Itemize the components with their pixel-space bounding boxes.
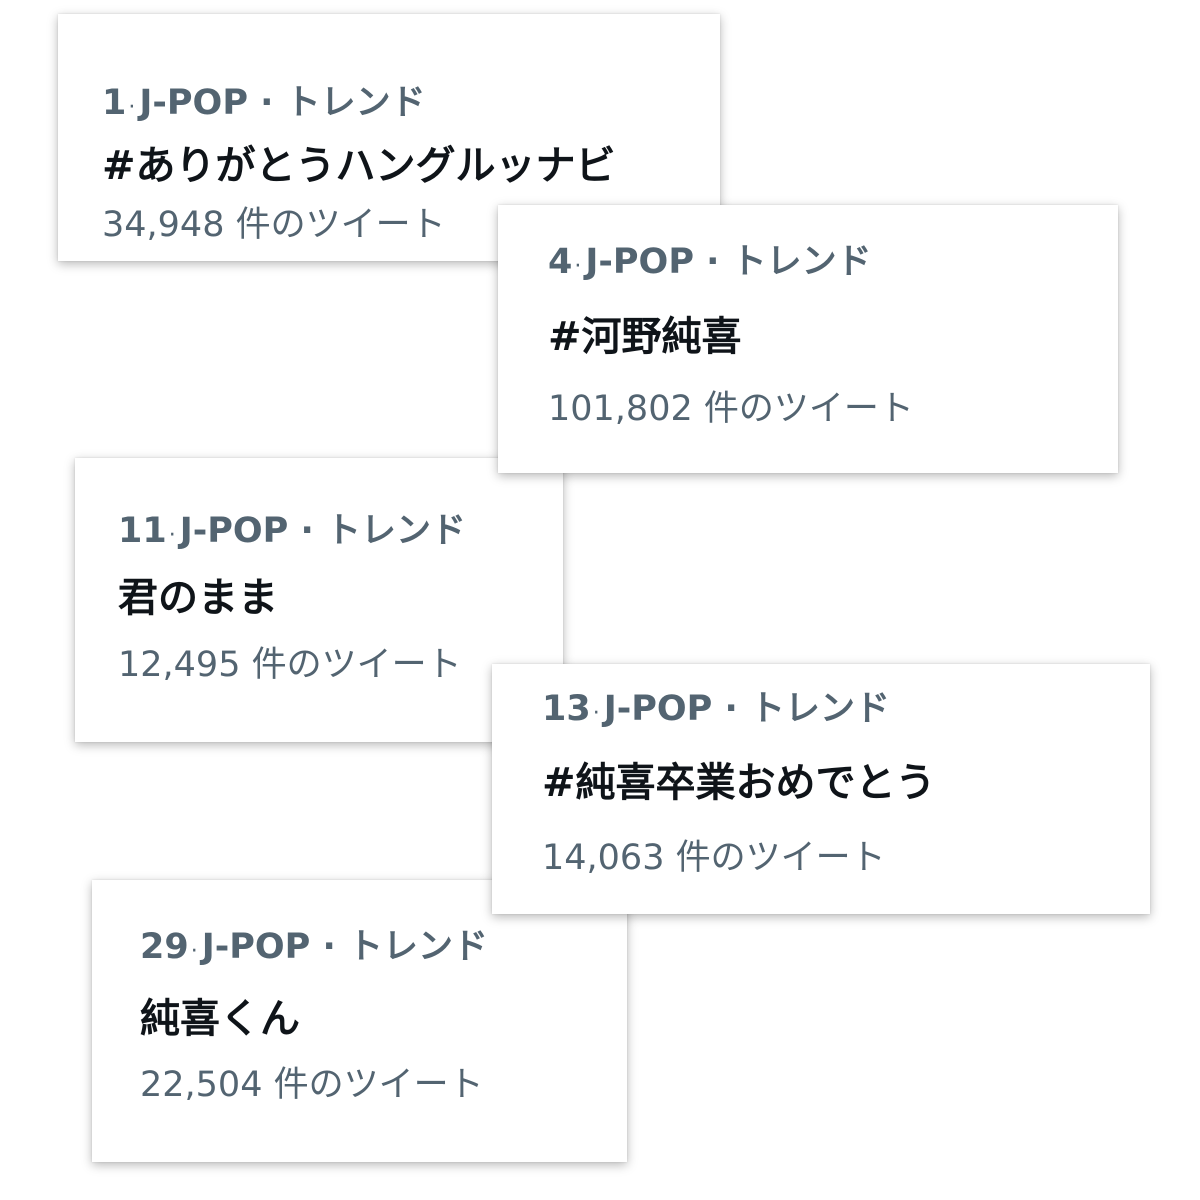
trend-rank: 1 (102, 83, 127, 123)
tweet-count: 34,948 件のツイート (102, 205, 446, 245)
trend-rank: 4 (548, 242, 573, 282)
trend-meta: 4·J-POP · トレンド (548, 241, 872, 288)
separator-dot: · (128, 95, 136, 120)
trend-category: J-POP · トレンド (179, 511, 466, 551)
separator-dot: · (190, 939, 198, 964)
trend-meta: 13·J-POP · トレンド (542, 688, 890, 735)
separator-dot: · (168, 523, 176, 548)
trend-meta: 11·J-POP · トレンド (118, 510, 466, 557)
trend-category: J-POP · トレンド (585, 242, 872, 282)
trend-card[interactable]: 1·J-POP · トレンド #ありがとうハングルッナビ 34,948 件のツイ… (58, 14, 720, 261)
trend-card[interactable]: 4·J-POP · トレンド #河野純喜 101,802 件のツイート (498, 205, 1118, 473)
trend-card[interactable]: 11·J-POP · トレンド 君のまま 12,495 件のツイート (75, 458, 563, 742)
trend-rank: 29 (140, 927, 189, 967)
trend-topic[interactable]: 君のまま (118, 575, 278, 621)
trend-meta: 1·J-POP · トレンド (102, 82, 426, 129)
trend-rank: 13 (542, 689, 591, 729)
tweet-count: 14,063 件のツイート (542, 838, 886, 878)
separator-dot: · (574, 254, 582, 279)
trend-topic[interactable]: #純喜卒業おめでとう (542, 760, 936, 806)
tweet-count: 101,802 件のツイート (548, 389, 914, 429)
separator-dot: · (592, 701, 600, 726)
tweet-count: 22,504 件のツイート (140, 1065, 484, 1105)
trend-card[interactable]: 29·J-POP · トレンド 純喜くん 22,504 件のツイート (92, 880, 627, 1162)
trend-category: J-POP · トレンド (201, 927, 488, 967)
trend-category: J-POP · トレンド (603, 689, 890, 729)
trend-rank: 11 (118, 511, 167, 551)
trend-meta: 29·J-POP · トレンド (140, 926, 488, 973)
trend-topic[interactable]: #ありがとうハングルッナビ (102, 143, 616, 189)
trend-topic[interactable]: #河野純喜 (548, 314, 742, 360)
trend-card[interactable]: 13·J-POP · トレンド #純喜卒業おめでとう 14,063 件のツイート (492, 664, 1150, 914)
trend-category: J-POP · トレンド (139, 83, 426, 123)
tweet-count: 12,495 件のツイート (118, 645, 462, 685)
trend-topic[interactable]: 純喜くん (140, 996, 300, 1042)
